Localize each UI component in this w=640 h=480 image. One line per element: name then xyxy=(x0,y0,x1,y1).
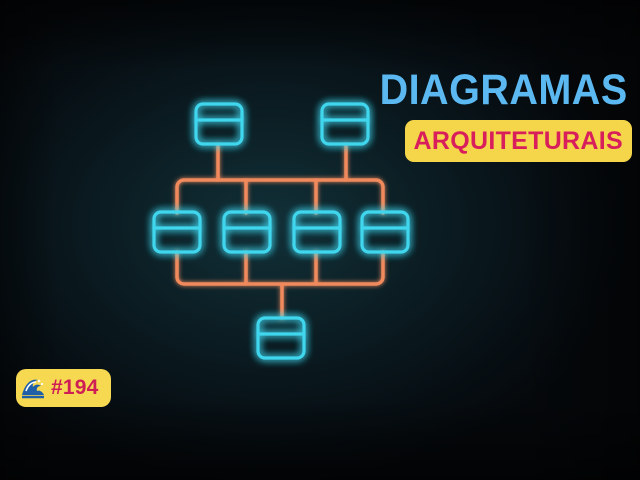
connector-lower-rise-1 xyxy=(175,250,385,286)
node-top-left-window-box-icon xyxy=(194,102,244,146)
wave-icon xyxy=(20,375,46,401)
node-middle-3-window-box-icon xyxy=(292,210,342,254)
node-top-right-window-box-icon xyxy=(320,102,370,146)
node-bottom-window-box-icon xyxy=(256,316,306,360)
episode-badge: #194 xyxy=(16,369,111,407)
node-middle-4-window-box-icon xyxy=(360,210,410,254)
episode-number: #194 xyxy=(51,376,99,399)
page-title: DIAGRAMAS xyxy=(379,66,628,114)
node-middle-1-window-box-icon xyxy=(152,210,202,254)
subtitle-tag: ARQUITETURAIS xyxy=(404,120,632,162)
node-boxes xyxy=(152,102,410,360)
connector-lines xyxy=(175,143,385,320)
node-middle-2-window-box-icon xyxy=(222,210,272,254)
connector-upper-bus xyxy=(175,178,385,215)
